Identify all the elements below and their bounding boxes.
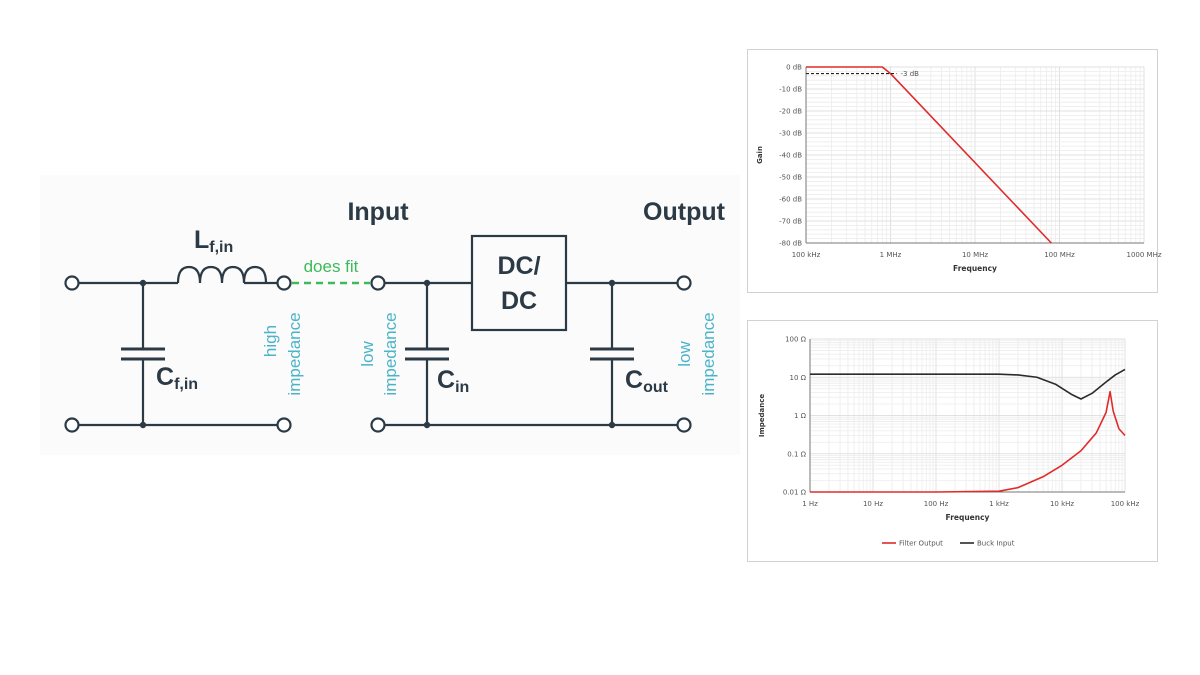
low-impedance-input-line1: low (358, 341, 377, 367)
y-tick-label: -30 dB (779, 130, 802, 138)
x-tick-label: 100 MHz (1044, 251, 1075, 259)
terminal-output-bottom (676, 417, 692, 433)
y-tick-label: -40 dB (779, 152, 802, 160)
y-tick-label: 0 dB (786, 64, 802, 72)
low-impedance-input-line2: impedance (381, 312, 400, 395)
terminal-filter-in-top (64, 275, 80, 291)
dcdc-box (470, 234, 568, 332)
cap-filter-label: Cf,in (156, 363, 198, 393)
legend-item: Buck Input (977, 540, 1015, 548)
y-tick-label: 100 Ω (785, 336, 807, 344)
does-fit-label: does fit (304, 257, 359, 276)
terminal-filter-in-bottom (64, 417, 80, 433)
input-title: Input (347, 198, 409, 226)
x-tick-label: 10 kHz (1050, 500, 1074, 508)
circuit-background (40, 175, 740, 455)
y-tick-label: 0.1 Ω (787, 450, 806, 458)
dcdc-label-line1: DC/ (497, 252, 540, 280)
series-line-filter-output (810, 390, 1126, 493)
junction-dot (608, 421, 616, 429)
x-tick-label: 1 Hz (802, 500, 818, 508)
terminal-filter-out-bottom (276, 417, 292, 433)
x-tick-label: 100 Hz (924, 500, 949, 508)
y-tick-label: 10 Ω (790, 374, 807, 382)
inductor-label: Lf,in (194, 226, 233, 256)
x-axis-label: Frequency (946, 513, 990, 522)
terminal-output-top (676, 275, 692, 291)
x-tick-label: 10 Hz (863, 500, 883, 508)
dcdc-label-line2: DC (501, 287, 537, 315)
high-impedance-label-line1: high (261, 325, 280, 357)
circuit-diagram: does fit Input Output DC/ DC Lf,in Cf,in… (40, 175, 740, 455)
x-tick-label: 10 MHz (962, 251, 988, 259)
low-impedance-output-line1: low (675, 341, 694, 367)
x-tick-label: 1 MHz (880, 251, 902, 259)
y-tick-label: -50 dB (779, 174, 802, 182)
annotation-label: -3 dB (901, 70, 920, 78)
inductor-coil (176, 265, 268, 284)
impedance-chart-panel: 100 Ω 10 Ω 1 Ω 0.1 Ω 0.01 Ω 1 Hz 10 Hz 100 Hz 1 … (747, 320, 1158, 562)
junction-dot (139, 279, 147, 287)
output-title: Output (643, 198, 726, 226)
chart-grid (809, 338, 1126, 493)
cap-out-label: Cout (625, 366, 669, 396)
gain-chart: 0 dB -10 dB -20 dB -30 dB -40 dB -50 dB -60 dB… (756, 64, 1162, 274)
terminal-input-top (370, 275, 386, 291)
chart-grid (805, 66, 1145, 244)
junction-dot (608, 279, 616, 287)
junction-dot (423, 279, 431, 287)
y-tick-label: 0.01 Ω (783, 489, 807, 497)
terminal-filter-out-top (276, 275, 292, 291)
y-tick-label: -60 dB (779, 196, 802, 204)
x-tick-label: 1 kHz (989, 500, 1009, 508)
y-tick-label: -80 dB (779, 240, 802, 248)
legend-item: Filter Output (899, 540, 943, 548)
series-line-buck-input (810, 368, 1126, 400)
x-tick-label: 100 kHz (792, 251, 821, 259)
cap-in-label: Cin (437, 366, 469, 396)
series-line-0 (806, 66, 1052, 244)
low-impedance-output-line2: impedance (699, 312, 718, 395)
x-tick-label: 1000 MHz (1126, 251, 1161, 259)
x-axis-label: Frequency (953, 264, 997, 273)
junction-dot (139, 421, 147, 429)
y-tick-label: -10 dB (779, 86, 802, 94)
gain-chart-panel: 0 dB -10 dB -20 dB -30 dB -40 dB -50 dB -60 dB… (747, 49, 1162, 293)
x-tick-label: 100 kHz (1111, 500, 1140, 508)
high-impedance-label-line2: impedance (285, 312, 304, 395)
impedance-chart: 100 Ω 10 Ω 1 Ω 0.1 Ω 0.01 Ω 1 Hz 10 Hz 100 Hz 1 … (758, 336, 1140, 548)
junction-dot (423, 421, 431, 429)
terminal-input-bottom (370, 417, 386, 433)
y-tick-label: 1 Ω (794, 412, 807, 420)
y-axis-label: Gain (756, 146, 764, 164)
y-tick-label: -20 dB (779, 108, 802, 116)
y-tick-label: -70 dB (779, 218, 802, 226)
y-axis-label: Impedance (758, 394, 766, 438)
